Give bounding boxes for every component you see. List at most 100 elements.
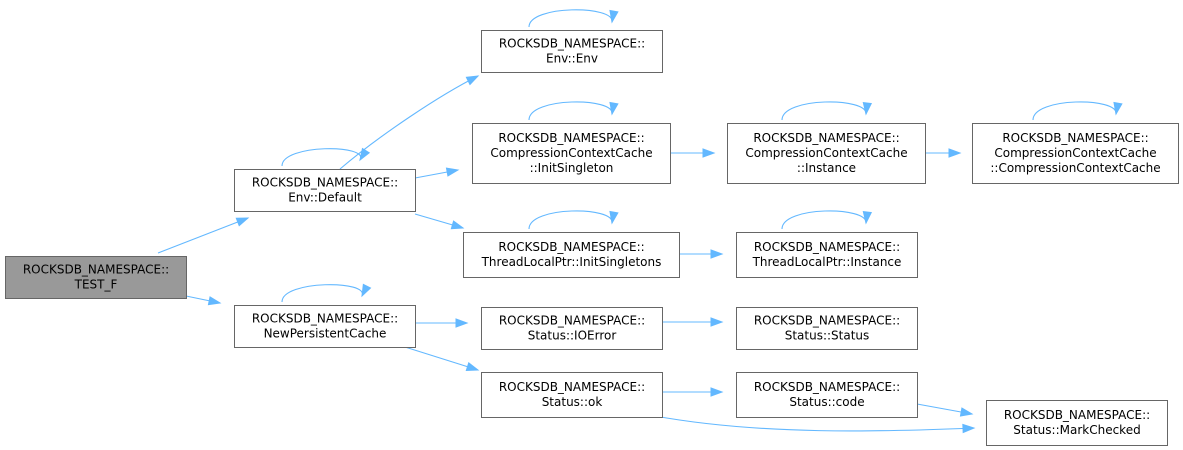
edge-tlp_init_singletons-to-tlp_init_singletons: [528, 210, 619, 230]
arrowhead: [862, 211, 873, 225]
node-label: ROCKSDB_NAMESPACE::: [1004, 408, 1150, 422]
arrowhead: [959, 407, 974, 417]
arrowhead: [702, 148, 716, 158]
node-status-ok[interactable]: ROCKSDB_NAMESPACE::Status::ok: [481, 372, 663, 418]
arrowhead: [235, 217, 250, 227]
edge-line: [781, 101, 867, 121]
node-ccc-init-singleton[interactable]: ROCKSDB_NAMESPACE::CompressionContextCac…: [472, 123, 671, 184]
arrowhead: [948, 148, 962, 158]
node-label: ::Instance: [797, 161, 856, 175]
node-box: [234, 305, 416, 348]
node-label: ThreadLocalPtr::Instance: [752, 255, 902, 269]
node-ccc-ctor[interactable]: ROCKSDB_NAMESPACE::CompressionContextCac…: [972, 123, 1179, 184]
node-box: [463, 232, 680, 278]
node-box: [736, 372, 918, 418]
edge-ccc_init_singleton-to-ccc_init_singleton: [528, 101, 619, 121]
arrowhead: [465, 362, 480, 372]
arrowhead: [710, 317, 724, 327]
node-label: ROCKSDB_NAMESPACE::: [1002, 131, 1148, 145]
node-ccc-instance[interactable]: ROCKSDB_NAMESPACE::CompressionContextCac…: [727, 123, 926, 184]
node-label: CompressionContextCache: [994, 146, 1156, 160]
node-label: ROCKSDB_NAMESPACE::: [498, 240, 644, 254]
node-label: ::InitSingleton: [530, 161, 614, 175]
edge-status_ioerror-to-status_status: [662, 317, 724, 327]
node-label: NewPersistentCache: [264, 327, 387, 341]
node-box: [481, 30, 663, 73]
node-label: Status::MarkChecked: [1013, 423, 1140, 437]
node-label: ROCKSDB_NAMESPACE::: [754, 240, 900, 254]
arrowhead: [450, 220, 465, 230]
node-box: [472, 123, 671, 184]
edge-line: [781, 210, 867, 230]
node-status-code[interactable]: ROCKSDB_NAMESPACE::Status::code: [736, 372, 918, 418]
node-box: [736, 307, 918, 350]
node-tlp-init-singletons[interactable]: ROCKSDB_NAMESPACE::ThreadLocalPtr::InitS…: [463, 232, 680, 278]
node-label: ROCKSDB_NAMESPACE::: [754, 380, 900, 394]
node-label: Env::Env: [546, 52, 598, 66]
edge-ccc_init_singleton-to-ccc_instance: [670, 148, 716, 158]
arrowhead: [609, 210, 619, 225]
edge-test_f-to-new_persistent_cache: [185, 295, 222, 306]
node-test-f[interactable]: ROCKSDB_NAMESPACE::TEST_F: [5, 256, 187, 299]
node-box: [5, 256, 187, 299]
arrowhead: [445, 167, 460, 177]
edge-new_persistent_cache-to-new_persistent_cache: [281, 283, 372, 303]
edge-line: [528, 101, 613, 121]
edge-line: [404, 346, 479, 371]
node-tlp-instance[interactable]: ROCKSDB_NAMESPACE::ThreadLocalPtr::Insta…: [736, 232, 918, 278]
node-label: ROCKSDB_NAMESPACE::: [499, 37, 645, 51]
arrowhead: [1113, 101, 1123, 116]
node-label: ROCKSDB_NAMESPACE::: [23, 263, 169, 277]
arrowhead: [359, 147, 371, 162]
node-status-mark-checked[interactable]: ROCKSDB_NAMESPACE::Status::MarkChecked: [986, 400, 1168, 446]
edge-env_default-to-tlp_init_singletons: [414, 213, 465, 230]
edge-env_env-to-env_env: [528, 9, 619, 28]
node-box: [234, 169, 416, 212]
node-label: Status::IOError: [528, 329, 617, 343]
edge-line: [528, 210, 613, 230]
edges-layer: [157, 9, 1123, 434]
node-label: Env::Default: [288, 191, 362, 205]
nodes-layer: ROCKSDB_NAMESPACE::TEST_FROCKSDB_NAMESPA…: [5, 30, 1179, 446]
node-env-default[interactable]: ROCKSDB_NAMESPACE::Env::Default: [234, 169, 416, 212]
node-env-env[interactable]: ROCKSDB_NAMESPACE::Env::Env: [481, 30, 663, 73]
node-label: CompressionContextCache: [745, 146, 907, 160]
edge-line: [339, 75, 479, 170]
arrowhead: [962, 423, 976, 434]
node-box: [736, 232, 918, 278]
node-label: CompressionContextCache: [490, 146, 652, 160]
node-label: Status::code: [789, 395, 864, 409]
node-label: ROCKSDB_NAMESPACE::: [252, 176, 398, 190]
node-new-persistent-cache[interactable]: ROCKSDB_NAMESPACE::NewPersistentCache: [234, 305, 416, 348]
arrowhead: [710, 387, 724, 397]
node-label: TEST_F: [74, 278, 118, 292]
edge-env_default-to-ccc_init_singleton: [414, 167, 460, 179]
edge-line: [654, 415, 975, 432]
node-label: ROCKSDB_NAMESPACE::: [499, 314, 645, 328]
node-box: [481, 307, 663, 350]
edge-ccc_ctor-to-ccc_ctor: [1032, 101, 1123, 121]
node-label: Status::Status: [785, 329, 870, 343]
edge-line: [1032, 101, 1117, 121]
edge-ccc_instance-to-ccc_instance: [781, 101, 873, 121]
edge-tlp_instance-to-tlp_instance: [781, 210, 873, 230]
arrowhead: [710, 249, 724, 259]
node-label: ::CompressionContextCache: [990, 161, 1160, 175]
node-box: [972, 123, 1179, 184]
arrowhead: [207, 296, 222, 306]
arrowhead: [465, 75, 480, 86]
arrowhead: [862, 102, 873, 116]
node-box: [727, 123, 926, 184]
node-box: [986, 400, 1168, 446]
node-status-ioerror[interactable]: ROCKSDB_NAMESPACE::Status::IOError: [481, 307, 663, 350]
node-label: ThreadLocalPtr::InitSingletons: [481, 255, 662, 269]
edge-new_persistent_cache-to-status_ioerror: [415, 318, 469, 328]
node-label: Status::ok: [542, 395, 603, 409]
edge-test_f-to-env_default: [157, 217, 250, 254]
edge-line: [281, 148, 362, 167]
edge-env_default-to-env_default: [281, 147, 371, 167]
edge-env_default-to-env_env: [339, 75, 480, 170]
arrowhead: [455, 318, 469, 328]
node-status-status[interactable]: ROCKSDB_NAMESPACE::Status::Status: [736, 307, 918, 350]
